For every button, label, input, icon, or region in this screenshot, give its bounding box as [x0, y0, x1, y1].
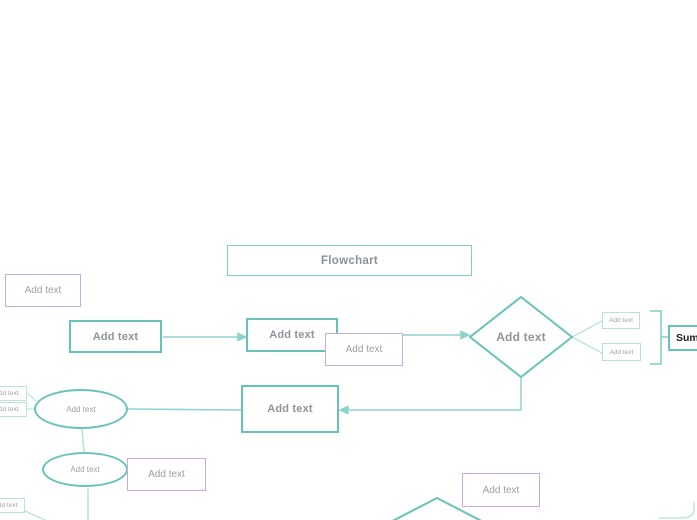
node-label: Add text [345, 344, 383, 355]
node-small-bottom-left[interactable]: Add text [0, 498, 25, 513]
connector-process1-process2[interactable] [163, 332, 248, 342]
node-purple-top-left[interactable]: Add text [5, 274, 81, 307]
node-summary[interactable]: Summary [668, 325, 697, 351]
node-small-left-2[interactable]: Add text [0, 402, 27, 417]
node-label: Summary [676, 332, 697, 344]
node-ellipse-2[interactable]: Add text [42, 452, 128, 487]
node-purple-left[interactable]: Add text [127, 458, 206, 491]
node-small-right-1[interactable]: Add text [602, 312, 640, 329]
node-process-3[interactable]: Add text [241, 385, 339, 433]
node-label: Add text [92, 330, 139, 343]
connector-ellipse1-ellipse2[interactable] [81, 428, 85, 453]
node-process-2[interactable]: Add text [246, 318, 338, 352]
node-label: Add text [609, 317, 633, 324]
node-label: Add text [24, 285, 62, 296]
bottom-right-shape-fragment[interactable] [659, 502, 695, 519]
connector-decision-smallbox-2[interactable] [571, 336, 603, 354]
node-small-left-1[interactable]: Add text [0, 386, 27, 401]
node-label: Add text [496, 330, 546, 344]
node-process-1[interactable]: Add text [69, 320, 162, 353]
connector-smallbottomleft-diagonal[interactable] [24, 510, 46, 520]
node-purple-bottom[interactable]: Add text [462, 473, 540, 507]
node-label: Add text [0, 390, 19, 397]
node-label: Add text [0, 502, 18, 509]
decision-diamond[interactable] [468, 295, 574, 379]
node-label: Add text [148, 469, 185, 480]
node-label: Add text [70, 465, 100, 474]
flowchart-title-label: Flowchart [320, 254, 378, 267]
node-decision-label[interactable]: Add text [471, 322, 571, 352]
connector-smallleft1-ellipse1[interactable] [26, 392, 37, 402]
node-label: Add text [66, 404, 96, 414]
node-label: Add text [269, 329, 315, 341]
node-label: Add text [609, 348, 634, 356]
connector-decision-smallbox-1[interactable] [571, 320, 603, 338]
flowchart-title-box[interactable]: Flowchart [227, 245, 472, 276]
node-label: Add text [267, 403, 313, 415]
bottom-diamond-partial[interactable] [377, 496, 497, 520]
summary-bracket[interactable] [650, 310, 668, 365]
node-purple-mid[interactable]: Add text [325, 333, 403, 366]
connector-ellipse1-process3[interactable] [127, 408, 242, 411]
connector-decision-process3[interactable] [338, 377, 522, 415]
node-label: Add text [0, 406, 19, 413]
node-ellipse-1[interactable]: Add text [34, 389, 128, 429]
node-label: Add text [482, 484, 520, 496]
node-small-right-2[interactable]: Add text [602, 343, 641, 361]
